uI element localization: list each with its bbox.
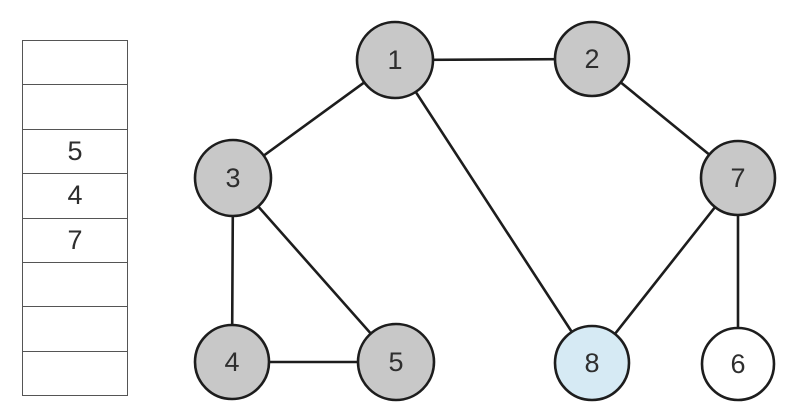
graph-node-label-4: 4 <box>224 347 239 377</box>
graph-node-label-5: 5 <box>388 347 403 377</box>
graph-node-1 <box>355 20 435 100</box>
graph-node-4 <box>193 323 271 401</box>
graph-node-label-1: 1 <box>387 45 402 75</box>
graph-edge-1-8 <box>393 58 594 365</box>
graph-edge-3-5 <box>231 176 398 364</box>
graph-node-label-7: 7 <box>730 163 745 193</box>
graph-node-label-8: 8 <box>584 348 599 378</box>
graph-node-5 <box>356 322 436 402</box>
graph-node-label-6: 6 <box>730 349 745 379</box>
graph-node-8 <box>553 324 631 402</box>
stack-table: 5 4 7 <box>22 40 128 396</box>
graph-node-6 <box>700 326 776 402</box>
graph-nodes: 1 2 3 7 4 5 8 6 <box>193 20 777 402</box>
stack-cell-5 <box>23 263 127 308</box>
stack-cell-3: 4 <box>23 174 127 219</box>
stack-cell-6 <box>23 307 127 352</box>
stack-cell-2: 5 <box>23 130 127 175</box>
graph-node-2 <box>553 20 631 98</box>
graph-node-label-2: 2 <box>584 44 599 74</box>
graph-edges <box>230 57 740 366</box>
stack-cell-4: 7 <box>23 219 127 263</box>
stack-cell-1 <box>23 85 127 130</box>
graph-node-label-3: 3 <box>225 163 240 193</box>
stack-cell-0 <box>23 41 127 86</box>
graph-node-3 <box>193 138 273 218</box>
graph-edge-7-8 <box>590 176 740 365</box>
graph-node-7 <box>699 139 777 217</box>
